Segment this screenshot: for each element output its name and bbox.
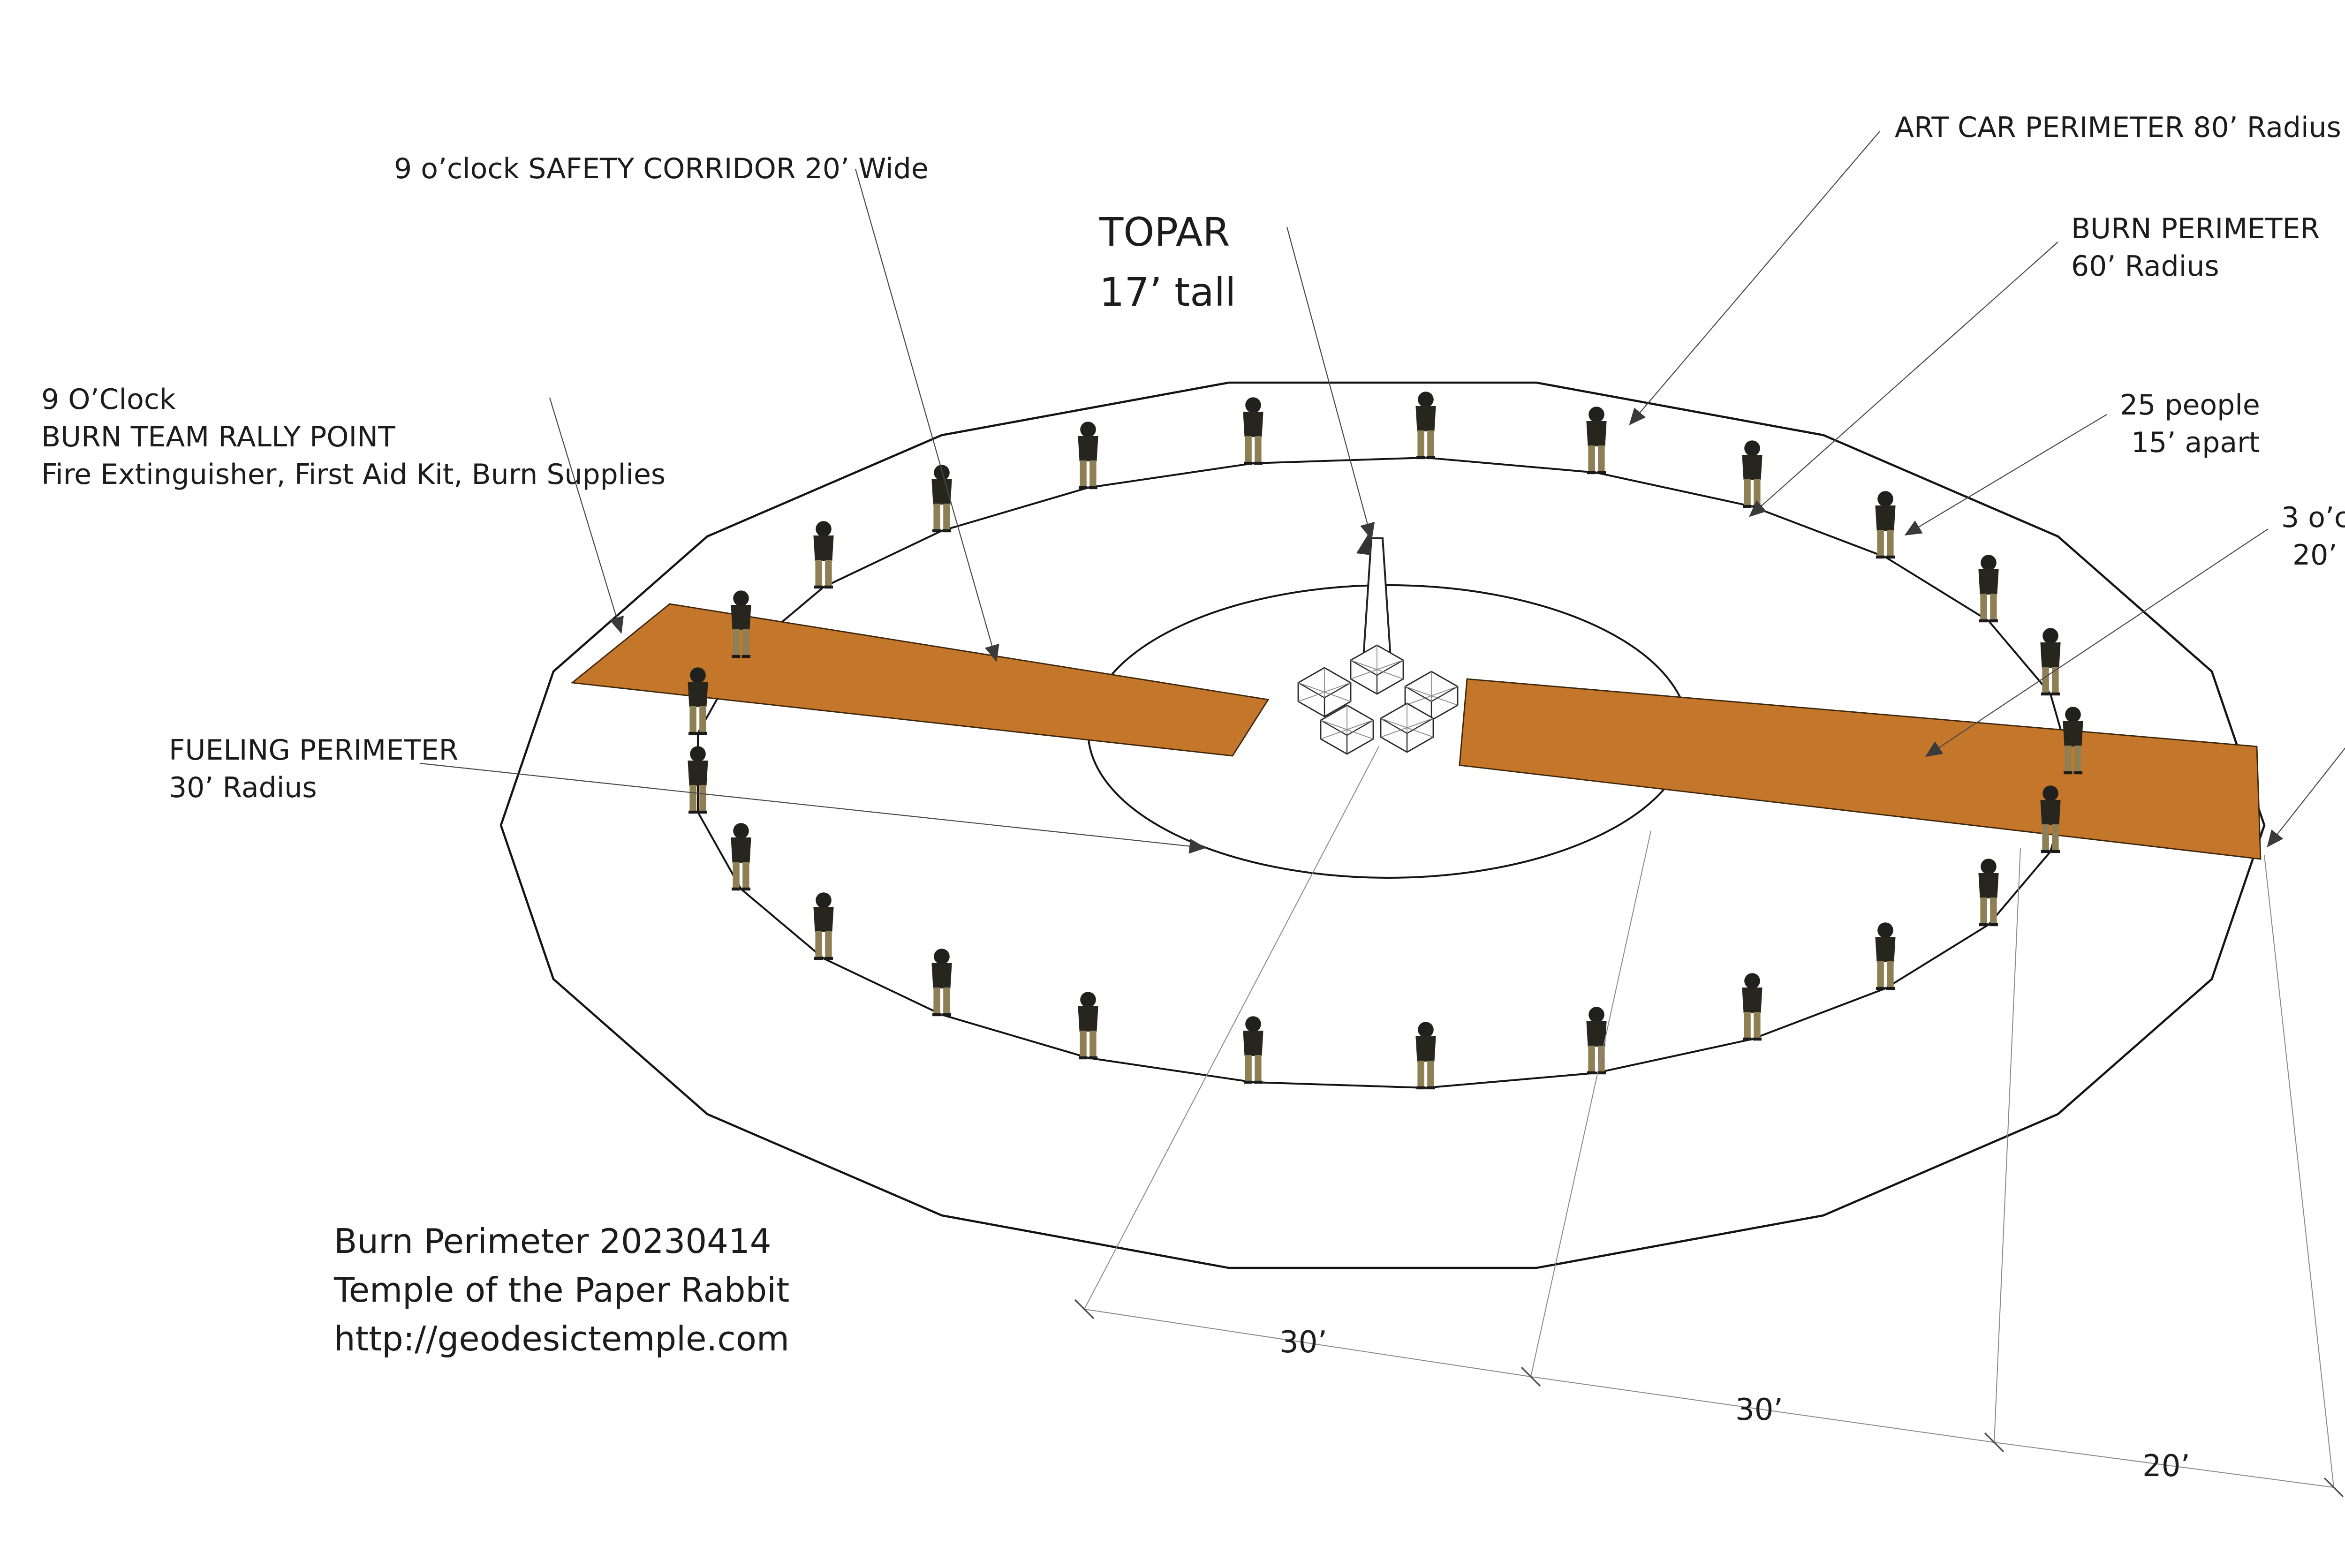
extension-line-fueling bbox=[1530, 830, 1651, 1377]
person-figure bbox=[1875, 491, 1896, 559]
leader-rally-9 bbox=[549, 397, 624, 634]
leader-art-car bbox=[1629, 131, 1880, 426]
dimension-lines bbox=[1074, 746, 2344, 1498]
label-line: 20’ Wide bbox=[2292, 538, 2345, 572]
person-figure bbox=[1586, 407, 1607, 475]
label-line: TOPAR bbox=[1099, 210, 1230, 255]
label-fueling-perimeter: FUELING PERIMETER 30’ Radius bbox=[169, 731, 458, 807]
label-line: 9 o’clock SAFETY CORRIDOR 20’ Wide bbox=[394, 152, 929, 186]
extension-line-burn bbox=[1994, 847, 2021, 1443]
label-rally-point-9: 9 O’Clock BURN TEAM RALLY POINT Fire Ext… bbox=[41, 381, 666, 493]
dimension-label-20: 20’ bbox=[2142, 1448, 2190, 1484]
leader-rally-305 bbox=[2267, 747, 2345, 848]
person-figure bbox=[731, 823, 751, 891]
person-figure bbox=[1243, 1016, 1263, 1084]
label-line: 25 people bbox=[2120, 388, 2260, 422]
person-figure bbox=[2040, 785, 2061, 853]
title-line: Temple of the Paper Rabbit bbox=[334, 1272, 790, 1311]
label-line: BURN TEAM RALLY POINT bbox=[41, 420, 395, 454]
leader-topar bbox=[1286, 226, 1375, 540]
dimension-ticks bbox=[1074, 1299, 2344, 1498]
label-line: 17’ tall bbox=[1099, 270, 1236, 315]
label-art-car-perimeter: ART CAR PERIMETER 80’ Radius bbox=[1895, 109, 2341, 146]
label-safety-corridor-3: 3 o’clock SAFETY CORRIDOR 20’ Wide bbox=[2281, 499, 2345, 574]
leader-burn-perimeter bbox=[1749, 241, 2058, 517]
person-figure bbox=[1586, 1007, 1607, 1075]
topar-structure bbox=[1297, 529, 1459, 755]
person-figure bbox=[1978, 555, 1999, 623]
person-figure bbox=[1415, 1022, 1436, 1090]
label-line: 3 o’clock SAFETY CORRIDOR bbox=[2281, 501, 2345, 535]
person-figure bbox=[1978, 859, 1999, 927]
leader-lines bbox=[420, 131, 2345, 854]
label-topar: TOPAR 17’ tall bbox=[1099, 203, 1236, 323]
safety-corridor-9-shape bbox=[570, 603, 1270, 757]
label-safety-corridor-9: 9 o’clock SAFETY CORRIDOR 20’ Wide bbox=[394, 150, 929, 188]
label-line: 30’ Radius bbox=[169, 771, 317, 805]
person-figure bbox=[688, 667, 708, 735]
person-figure bbox=[931, 465, 952, 533]
label-line: Fire Extinguisher, First Aid Kit, Burn S… bbox=[41, 458, 666, 491]
safety-corridor-3-shape bbox=[1459, 678, 2262, 860]
person-figure bbox=[813, 892, 834, 960]
person-figure bbox=[1742, 973, 1763, 1041]
label-people-spacing: 25 people 15’ apart bbox=[2120, 386, 2260, 461]
dimension-chain bbox=[1084, 1309, 2334, 1488]
dimension-label-30-outer: 30’ bbox=[1735, 1392, 1783, 1427]
art-car-perimeter-ring bbox=[499, 381, 2266, 1269]
leader-safety-corridor-9 bbox=[855, 168, 999, 662]
person-figure bbox=[1078, 422, 1098, 490]
label-line: 9 O’Clock bbox=[41, 383, 176, 416]
dimension-label-30-inner: 30’ bbox=[1279, 1324, 1327, 1360]
person-figure bbox=[813, 521, 834, 589]
person-figure bbox=[931, 949, 952, 1017]
extension-line-center bbox=[1084, 746, 1379, 1310]
person-figure bbox=[2040, 628, 2061, 696]
extension-line-art-car bbox=[2264, 855, 2334, 1488]
person-figure bbox=[1415, 392, 1436, 460]
label-burn-perimeter: BURN PERIMETER 60’ Radius bbox=[2071, 210, 2320, 285]
label-line: BURN PERIMETER bbox=[2071, 212, 2320, 246]
geodesic-box bbox=[1350, 644, 1404, 695]
person-figure bbox=[1078, 992, 1098, 1060]
topar-pennant bbox=[1356, 529, 1371, 555]
leader-safety-corridor-3 bbox=[1925, 528, 2269, 757]
person-figure bbox=[1742, 440, 1763, 508]
label-line: ART CAR PERIMETER 80’ Radius bbox=[1895, 111, 2341, 144]
label-line: 15’ apart bbox=[2131, 426, 2260, 460]
label-line: FUELING PERIMETER bbox=[169, 733, 459, 767]
label-line: 60’ Radius bbox=[2071, 249, 2219, 283]
title-url: http://geodesictemple.com bbox=[334, 1320, 790, 1360]
leader-people bbox=[1904, 414, 2107, 536]
title-line: Burn Perimeter 20230414 bbox=[334, 1223, 772, 1262]
person-figure bbox=[1243, 397, 1263, 465]
leader-fueling bbox=[420, 762, 1206, 854]
person-figure bbox=[1875, 922, 1896, 990]
title-block: Burn Perimeter 20230414 Temple of the Pa… bbox=[334, 1219, 789, 1365]
